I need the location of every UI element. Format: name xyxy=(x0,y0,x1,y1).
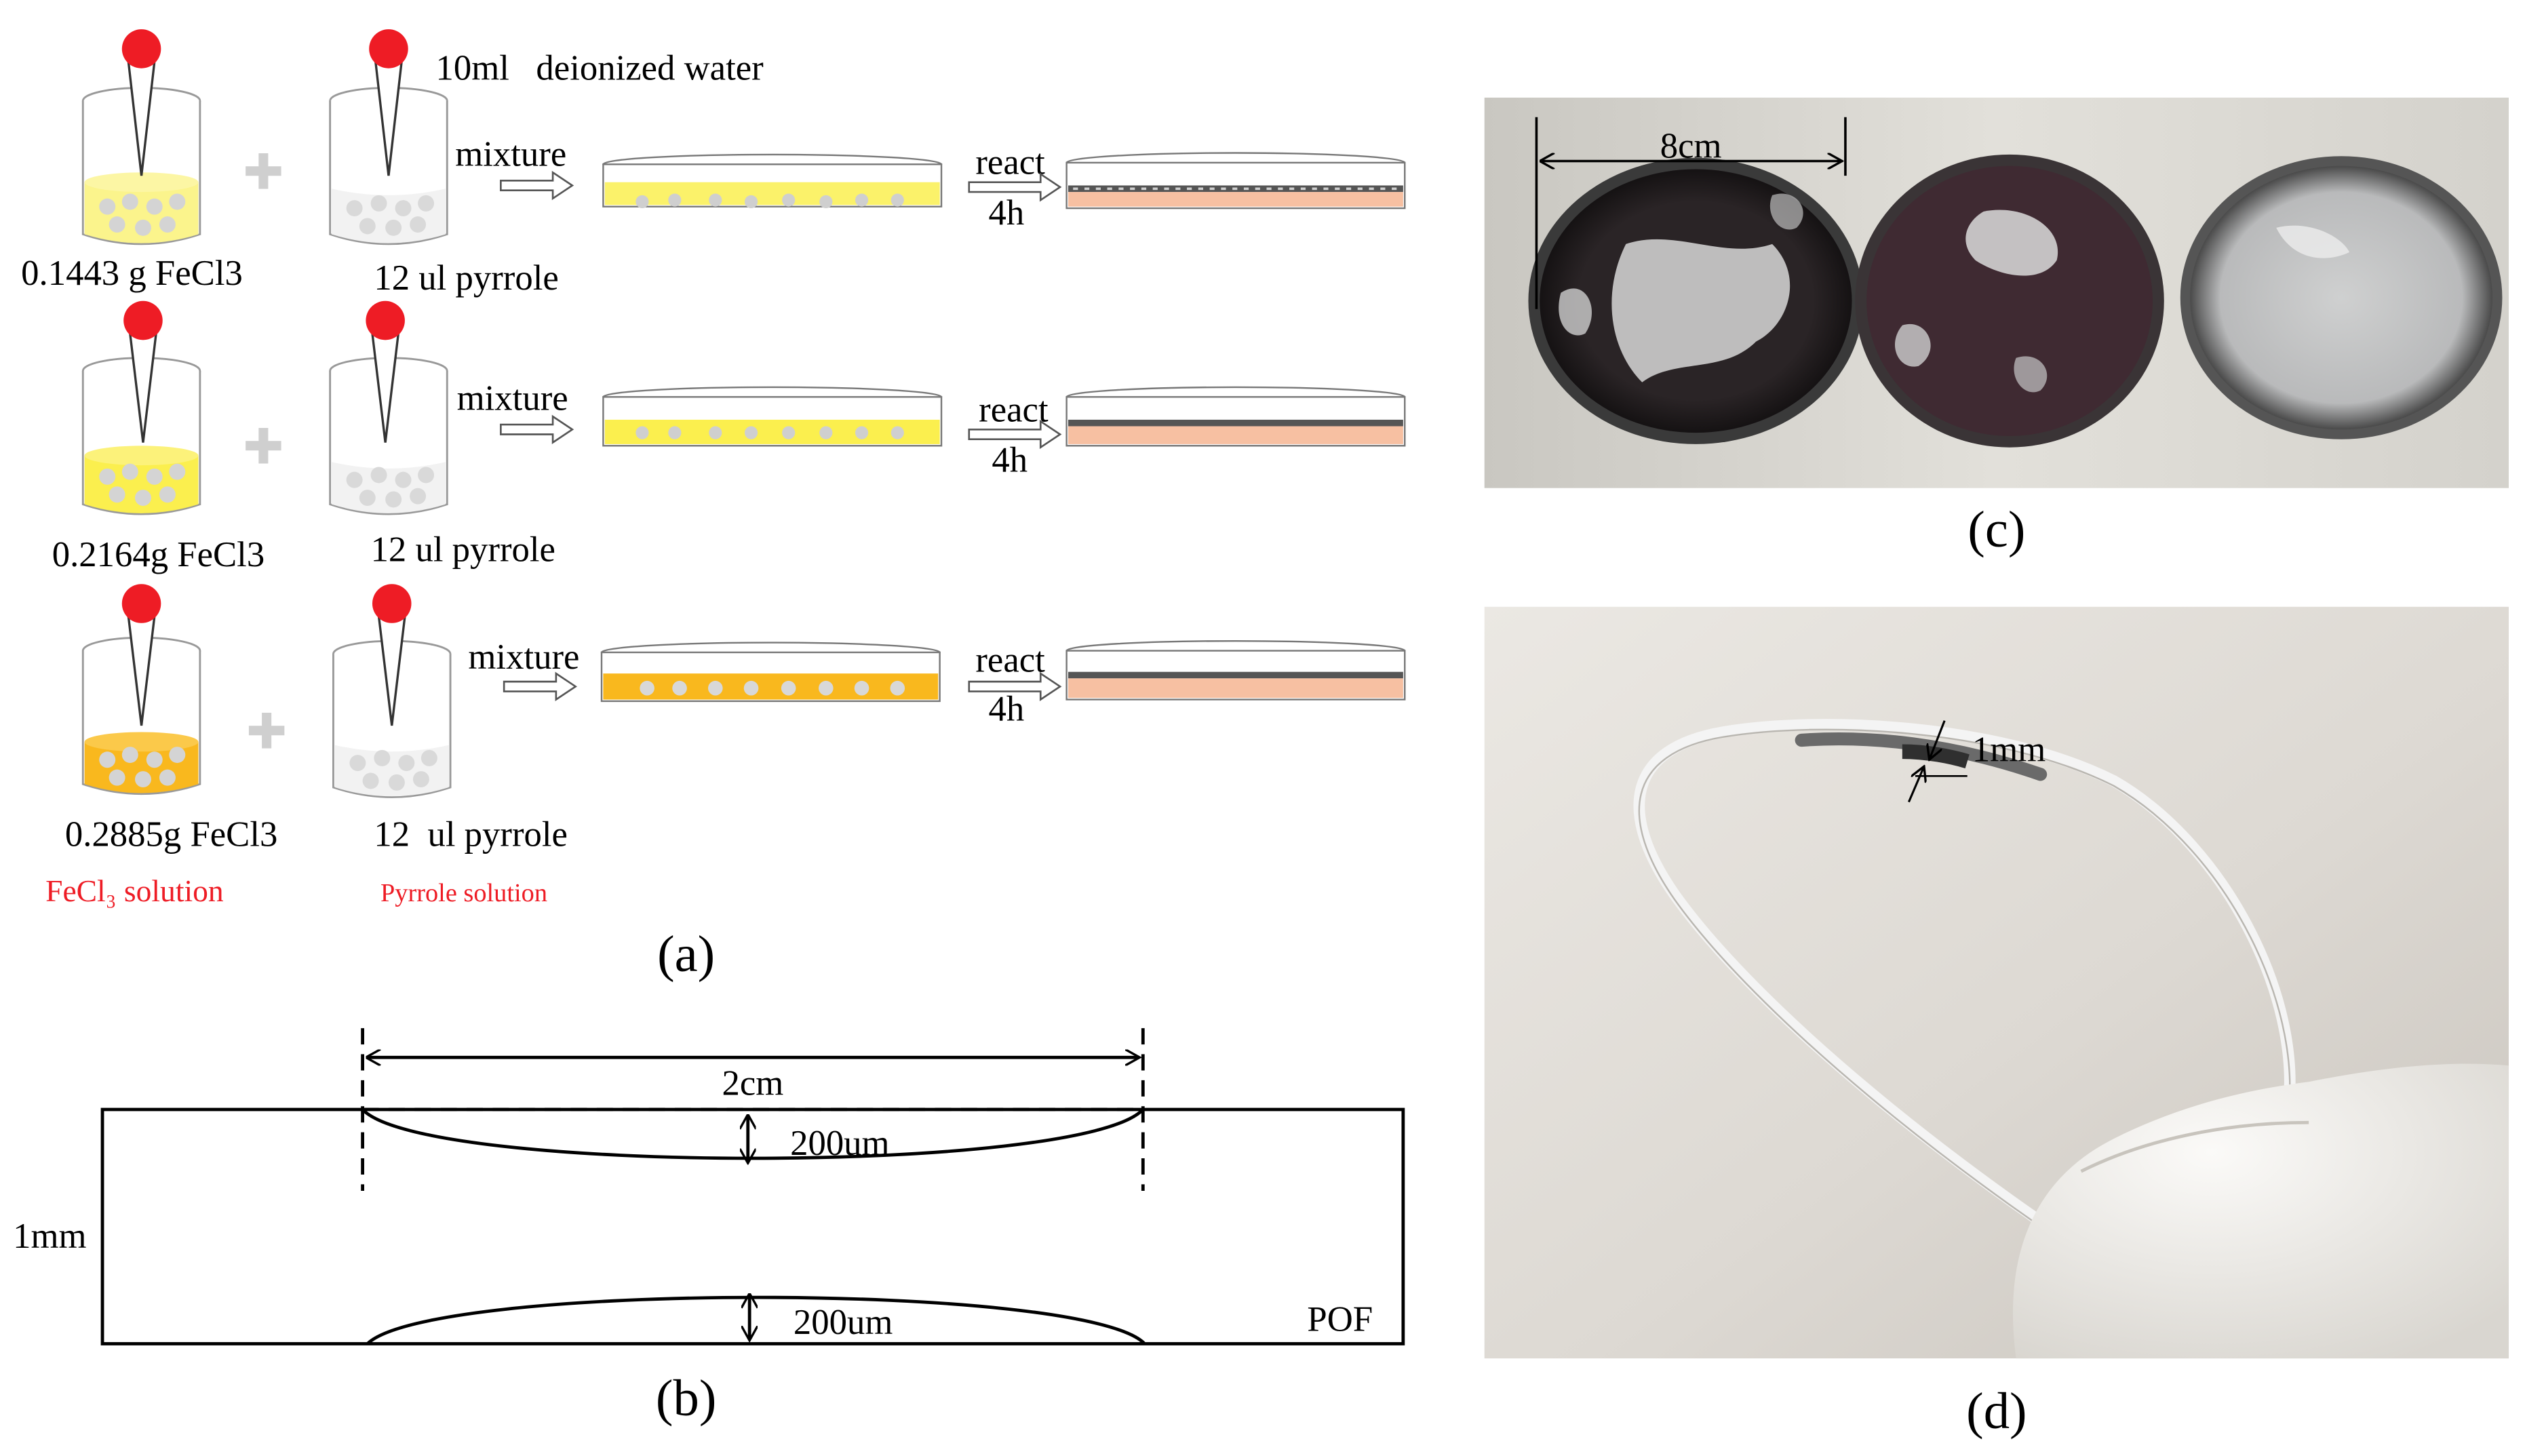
pyrrole-beaker xyxy=(329,29,448,245)
time-label: 4h xyxy=(989,690,1025,729)
reaction-row-1: ✚ 0.1443 g FeCl3 12 ul pyrrole mixture xyxy=(21,29,1406,298)
top-etched-groove xyxy=(361,1108,1145,1160)
panel-c: 8cm (c) xyxy=(1484,97,2509,558)
hollow-arrow-icon xyxy=(968,419,1062,450)
dropper-icon xyxy=(121,584,161,726)
fecl3-mass-label: 0.1443 g FeCl3 xyxy=(21,254,243,293)
petri-dish-dark-1 xyxy=(1528,157,1864,444)
hollow-arrow-icon xyxy=(968,172,1062,202)
react-label: react xyxy=(979,390,1049,429)
panel-c-caption: (c) xyxy=(1968,500,2025,558)
panel-a-caption: (a) xyxy=(657,925,715,983)
fecl3-mass-label: 0.2164g FeCl3 xyxy=(52,535,265,574)
mixture-label: mixture xyxy=(455,135,566,174)
pyrrole-label: 12 ul pyrrole xyxy=(374,814,568,854)
panel-a: 10ml deionized water ✚ xyxy=(21,29,1406,983)
panel-b-caption: (b) xyxy=(656,1369,716,1427)
optical-fiber xyxy=(1633,719,2296,1307)
product-dish xyxy=(1065,386,1406,447)
panel-d: 1mm (d) xyxy=(1484,606,2509,1440)
pyrrole-beaker xyxy=(332,584,452,798)
thickness-arrow-bottom xyxy=(1907,768,1923,803)
reaction-row-3: ✚ 0.2885g FeCl3 12 ul pyrrole mixture xyxy=(65,584,1406,854)
fecl3-mass-label: 0.2885g FeCl3 xyxy=(65,814,277,854)
fecl3-beaker xyxy=(81,584,201,795)
pyrrole-label: 12 ul pyrrole xyxy=(371,530,555,570)
mixture-dish xyxy=(600,642,941,703)
dropper-icon xyxy=(121,29,161,176)
react-label: react xyxy=(975,143,1045,182)
hollow-arrow-icon xyxy=(968,671,1062,701)
plus-icon: ✚ xyxy=(243,145,283,199)
height-label: 1mm xyxy=(13,1217,86,1256)
time-label: 4h xyxy=(992,441,1027,480)
dropper-icon xyxy=(372,584,412,726)
plus-icon: ✚ xyxy=(246,705,287,759)
panel-b: 2cm 200um 200um 1mm POF (b) xyxy=(13,1028,1405,1427)
bottom-depth-label: 200um xyxy=(794,1303,893,1342)
fiber-outline xyxy=(100,1107,1405,1345)
pyrrole-beaker xyxy=(329,300,448,515)
scale-label: 8cm xyxy=(1660,127,1722,166)
thickness-label: 1mm xyxy=(1972,730,2046,770)
hollow-arrow-icon xyxy=(500,170,574,201)
bottom-etched-groove xyxy=(366,1295,1146,1345)
petri-dish-blank xyxy=(2180,156,2503,439)
product-dish xyxy=(1065,152,1406,210)
fecl3-beaker xyxy=(81,300,201,515)
reaction-row-2: ✚ 0.2164g FeCl3 12 ul pyrrole mixture xyxy=(52,300,1406,574)
product-dish xyxy=(1065,640,1406,701)
mixture-label: mixture xyxy=(457,379,568,418)
fecl3-legend-label: FeCl₃ solution xyxy=(45,873,224,908)
pyrrole-label: 12 ul pyrrole xyxy=(374,258,558,298)
hollow-arrow-icon xyxy=(500,414,574,444)
glove-hand xyxy=(2013,1063,2509,1359)
dropper-icon xyxy=(123,300,163,443)
fecl3-beaker xyxy=(81,29,201,245)
react-label: react xyxy=(975,641,1045,680)
plus-icon: ✚ xyxy=(243,420,283,475)
coated-sensing-region xyxy=(1795,732,2048,781)
thickness-arrow-top xyxy=(1930,720,1946,758)
petri-dish-dark-2 xyxy=(1855,154,2164,448)
top-depth-label: 200um xyxy=(790,1124,889,1163)
mixture-label: mixture xyxy=(468,637,579,677)
dropper-icon xyxy=(366,300,405,443)
mixture-dish xyxy=(602,153,943,209)
panel-d-caption: (d) xyxy=(1966,1382,2027,1440)
dropper-icon xyxy=(369,29,408,176)
deionized-water-note: 10ml deionized water xyxy=(435,49,764,88)
fiber-label: POF xyxy=(1307,1299,1373,1339)
width-label: 2cm xyxy=(722,1063,784,1103)
time-label: 4h xyxy=(989,193,1025,233)
pyrrole-legend-label: Pyrrole solution xyxy=(380,879,547,907)
hollow-arrow-icon xyxy=(503,671,578,701)
mixture-dish xyxy=(602,386,943,447)
